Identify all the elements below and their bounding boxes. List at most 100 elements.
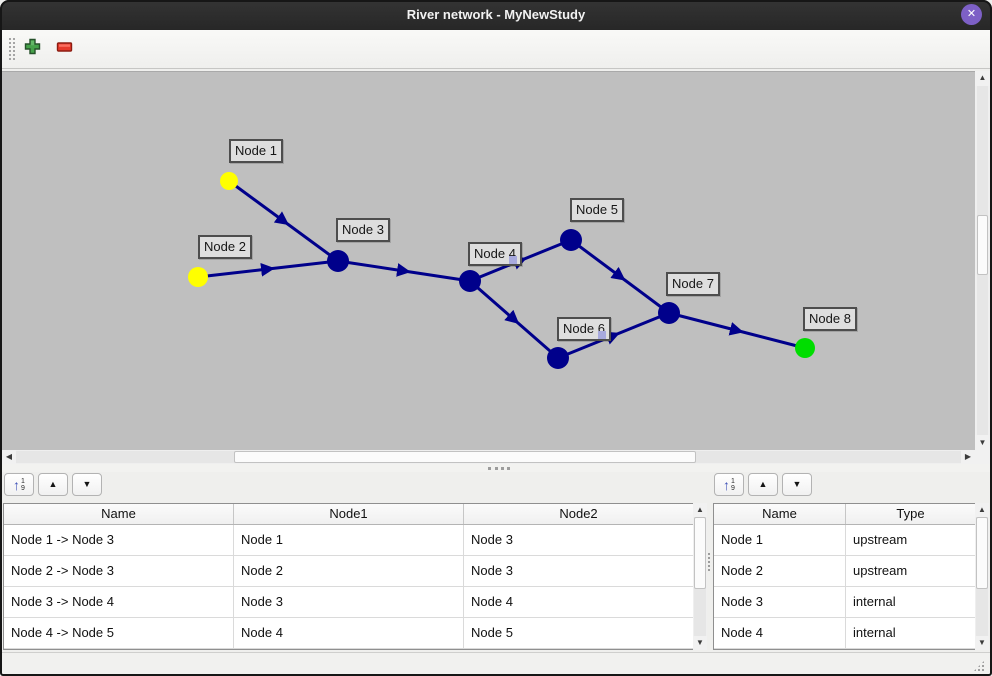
reaches-cell[interactable]: Node 3 (234, 587, 464, 617)
edge-node4-node6[interactable] (470, 281, 558, 358)
reaches-cell[interactable]: Node 3 -> Node 4 (4, 587, 234, 617)
reaches-cell[interactable]: Node 3 (464, 525, 693, 555)
reaches-header-name[interactable]: Name (4, 504, 234, 524)
nodes-cell[interactable]: upstream (846, 556, 975, 586)
window-title: River network - MyNewStudy (0, 0, 992, 30)
sort-ascending-icon: ↑ 19 (13, 478, 25, 492)
scroll-up-button[interactable]: ▲ (693, 503, 707, 517)
node-label-node6[interactable]: Node 6 (557, 317, 611, 341)
sort-button[interactable]: ↑ 19 (714, 473, 744, 496)
reaches-cell[interactable]: Node 2 -> Node 3 (4, 556, 234, 586)
nodes-row-3[interactable]: Node 3internal (714, 587, 975, 618)
node-label-node2[interactable]: Node 2 (198, 235, 252, 259)
tables-splitter[interactable] (708, 553, 710, 571)
canvas-horizontal-scrollbar: ◀ ▶ (2, 450, 990, 464)
node-label-node7[interactable]: Node 7 (666, 272, 720, 296)
node-node7[interactable] (658, 302, 680, 324)
reaches-row-2[interactable]: Node 2 -> Node 3Node 2Node 3 (4, 556, 693, 587)
node-node2[interactable] (188, 267, 208, 287)
edge-node7-node8[interactable] (669, 313, 805, 348)
move-down-button[interactable]: ▼ (72, 473, 102, 496)
scroll-up-button[interactable]: ▲ (975, 71, 990, 86)
nodes-row-1[interactable]: Node 1upstream (714, 525, 975, 556)
main-toolbar (2, 30, 990, 69)
node-node4[interactable] (459, 270, 481, 292)
scroll-thumb[interactable] (977, 215, 988, 275)
window-resize-grip[interactable] (974, 661, 984, 671)
down-triangle-icon: ▼ (83, 480, 92, 489)
reaches-row-partial[interactable] (4, 649, 693, 650)
node-node8[interactable] (795, 338, 815, 358)
move-up-button[interactable]: ▲ (38, 473, 68, 496)
scroll-thumb[interactable] (234, 451, 696, 463)
node-label-node4[interactable]: Node 4 (468, 242, 522, 266)
scroll-down-button[interactable]: ▼ (975, 435, 990, 450)
reaches-header-node2[interactable]: Node2 (464, 504, 693, 524)
edge-node5-node7[interactable] (571, 240, 669, 313)
nodes-cell[interactable]: upstream (846, 525, 975, 555)
reaches-cell[interactable]: Node 2 (234, 556, 464, 586)
reaches-cell[interactable]: Node 4 -> Node 5 (4, 618, 234, 648)
reaches-cell[interactable]: Node 5 (464, 618, 693, 648)
node-label-node1[interactable]: Node 1 (229, 139, 283, 163)
nodes-row-partial[interactable] (714, 649, 975, 650)
sort-button[interactable]: ↑ 19 (4, 473, 34, 496)
nodes-table-scrollbar: ▲ ▼ (975, 503, 989, 650)
nodes-cell[interactable]: Node 1 (714, 525, 846, 555)
reaches-cell[interactable]: Node 1 (234, 525, 464, 555)
nodes-cell[interactable]: Node 4 (714, 618, 846, 648)
reaches-table-toolbar: ↑ 19 ▲ ▼ (4, 473, 102, 496)
remove-node-button[interactable] (52, 37, 76, 61)
node-node3[interactable] (327, 250, 349, 272)
scroll-up-button[interactable]: ▲ (975, 503, 989, 517)
reaches-header-node1[interactable]: Node1 (234, 504, 464, 524)
reaches-cell[interactable]: Node 3 (464, 556, 693, 586)
canvas-tables-splitter[interactable] (2, 464, 990, 472)
minus-icon (56, 40, 73, 58)
toolbar-drag-handle[interactable] (9, 38, 15, 60)
edge-arrow-under-label (598, 331, 606, 339)
node-label-node5[interactable]: Node 5 (570, 198, 624, 222)
nodes-cell[interactable]: Node 2 (714, 556, 846, 586)
nodes-cell[interactable]: internal (846, 587, 975, 617)
scroll-thumb[interactable] (694, 517, 706, 589)
edge-node2-node3[interactable] (198, 261, 338, 277)
nodes-row-4[interactable]: Node 4internal (714, 618, 975, 649)
reaches-cell[interactable]: Node 4 (234, 618, 464, 648)
scroll-right-button[interactable]: ▶ (961, 450, 975, 464)
nodes-header-name[interactable]: Name (714, 504, 846, 524)
up-triangle-icon: ▲ (759, 480, 768, 489)
move-down-button[interactable]: ▼ (782, 473, 812, 496)
nodes-table-toolbar: ↑ 19 ▲ ▼ (714, 473, 812, 496)
down-arrow-icon: ▼ (975, 636, 989, 650)
scroll-thumb[interactable] (976, 517, 988, 589)
nodes-header-type[interactable]: Type (846, 504, 975, 524)
nodes-cell[interactable]: Node 3 (714, 587, 846, 617)
river-network-canvas[interactable]: Node 1 Node 2 Node 3 Node 4 Node 5 Node 6 Node… (2, 71, 975, 451)
edge-node3-node4[interactable] (338, 261, 470, 281)
reaches-cell[interactable]: Node 1 -> Node 3 (4, 525, 234, 555)
reaches-cell[interactable]: Node 4 (464, 587, 693, 617)
reaches-row-3[interactable]: Node 3 -> Node 4Node 3Node 4 (4, 587, 693, 618)
node-label-node8[interactable]: Node 8 (803, 307, 857, 331)
reaches-row-4[interactable]: Node 4 -> Node 5Node 4Node 5 (4, 618, 693, 649)
status-bar (2, 652, 990, 675)
scroll-down-button[interactable]: ▼ (975, 636, 989, 650)
nodes-row-2[interactable]: Node 2upstream (714, 556, 975, 587)
scroll-left-button[interactable]: ◀ (2, 450, 16, 464)
reaches-cell (234, 649, 464, 650)
node-node5[interactable] (560, 229, 582, 251)
up-arrow-icon: ▲ (975, 71, 990, 85)
scroll-down-button[interactable]: ▼ (693, 636, 707, 650)
node-node6[interactable] (547, 347, 569, 369)
down-arrow-icon: ▼ (975, 435, 990, 450)
move-up-button[interactable]: ▲ (748, 473, 778, 496)
scrollbar-corner (975, 450, 990, 464)
nodes-cell[interactable]: internal (846, 618, 975, 648)
node-label-node3[interactable]: Node 3 (336, 218, 390, 242)
add-node-button[interactable] (20, 37, 44, 61)
node-node1[interactable] (220, 172, 238, 190)
reaches-row-1[interactable]: Node 1 -> Node 3Node 1Node 3 (4, 525, 693, 556)
close-button[interactable]: ✕ (961, 4, 982, 25)
